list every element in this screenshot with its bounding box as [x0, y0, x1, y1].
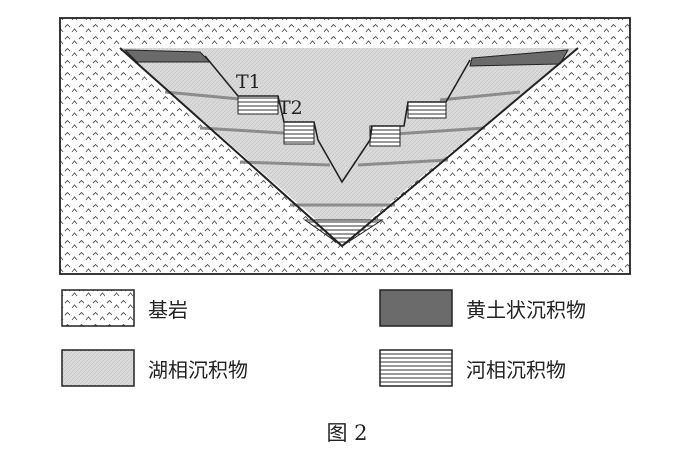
- loess-deposit-left: [123, 49, 212, 63]
- terrace-label-t1: T1: [236, 71, 261, 93]
- legend-swatch-fluvial: [379, 349, 453, 387]
- legend-swatch-bedrock: [61, 289, 135, 327]
- lacustrine-band-3: [239, 160, 331, 167]
- legend-swatch-lacustrine: [61, 349, 135, 387]
- legend-label-fluvial: 河相沉积物: [466, 358, 566, 382]
- fluvial-valley-bottom: [303, 219, 384, 247]
- lacustrine-band-1: [164, 90, 251, 102]
- lacustrine-band-2: [199, 126, 301, 136]
- legend: 基岩 黄土状沉积物 湖相沉积物 河相沉积物: [61, 289, 586, 387]
- fluvial-terrace-t1-left: [237, 95, 279, 115]
- lacustrine-band-1r: [439, 90, 521, 102]
- legend-label-loess: 黄土状沉积物: [466, 298, 586, 322]
- lacustrine-band-2r: [394, 126, 486, 136]
- river-incision-profile: [204, 55, 471, 184]
- fluvial-terrace-t2-left: [283, 121, 315, 145]
- figure-caption: 图 2: [326, 421, 367, 445]
- legend-swatch-loess: [379, 289, 453, 327]
- fluvial-terrace-t1-right: [407, 101, 447, 119]
- terrace-label-t2: T2: [278, 97, 303, 119]
- legend-label-lacustrine: 湖相沉积物: [148, 358, 248, 382]
- fluvial-terrace-t2-right: [369, 125, 401, 147]
- valley-wall-outline: [119, 47, 579, 248]
- legend-label-bedrock: 基岩: [148, 298, 188, 322]
- lacustrine-band-3r: [357, 158, 449, 167]
